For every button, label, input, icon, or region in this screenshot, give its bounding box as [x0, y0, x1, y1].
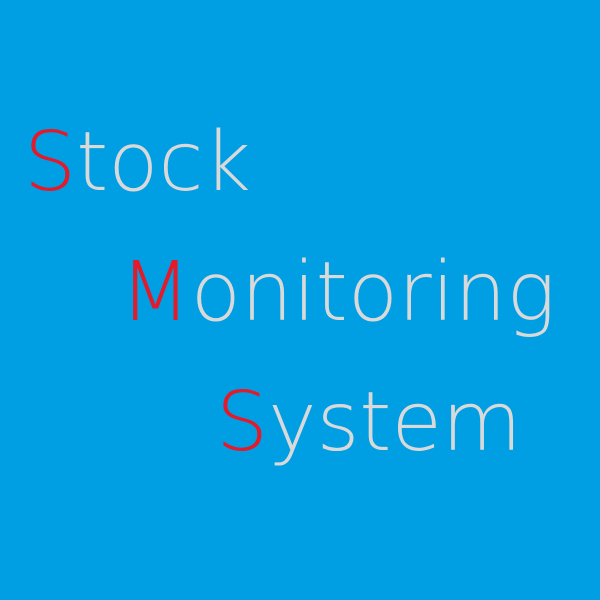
title-rest-tock: tock: [76, 115, 251, 210]
title-word-system: System: [216, 382, 522, 464]
title-rest-ystem: ystem: [268, 375, 522, 470]
title-initial-m: M: [120, 245, 191, 340]
title-rest-onitoring: onitoring: [190, 245, 556, 340]
title-initial-s: S: [24, 115, 77, 210]
title-word-stock: Stock: [24, 122, 251, 204]
title-word-monitoring: Monitoring: [120, 252, 556, 334]
title-initial-s2: S: [216, 375, 269, 470]
